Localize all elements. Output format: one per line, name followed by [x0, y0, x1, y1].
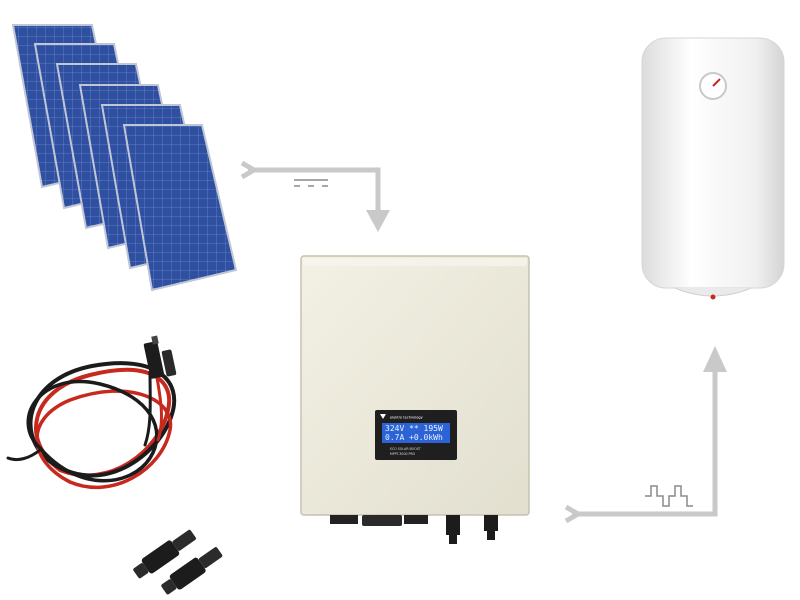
dc-current-icon — [294, 179, 328, 187]
brand-label: elektro technology — [390, 416, 423, 420]
inverter-unit: elektro technology 324V ** 195W 0.7A +0.… — [300, 255, 530, 544]
panel-label-1: ECO SOLAR BOOST — [390, 447, 421, 451]
ac-square-wave-icon — [645, 485, 693, 507]
lcd-line-2: 0.7A +0.0kWh — [385, 433, 443, 442]
lcd-line-1: 324V ** 195W — [385, 424, 443, 433]
indicator-light — [710, 294, 716, 300]
lcd-screen — [382, 423, 450, 443]
panel-label-2: MPPT-3000 PRO — [390, 452, 416, 456]
mc4-connector-on-cable — [143, 335, 177, 379]
water-heater — [641, 37, 785, 300]
solar-cable-coil — [6, 361, 177, 490]
solar-panels-stack — [11, 24, 238, 292]
mc4-connector-pair — [133, 529, 223, 595]
inverter-bottom-connectors — [330, 515, 498, 544]
ac-flow-arrow — [564, 346, 727, 524]
solar-panel — [122, 124, 238, 292]
brand-logo-icon — [380, 414, 386, 419]
dc-flow-arrow — [240, 160, 390, 232]
